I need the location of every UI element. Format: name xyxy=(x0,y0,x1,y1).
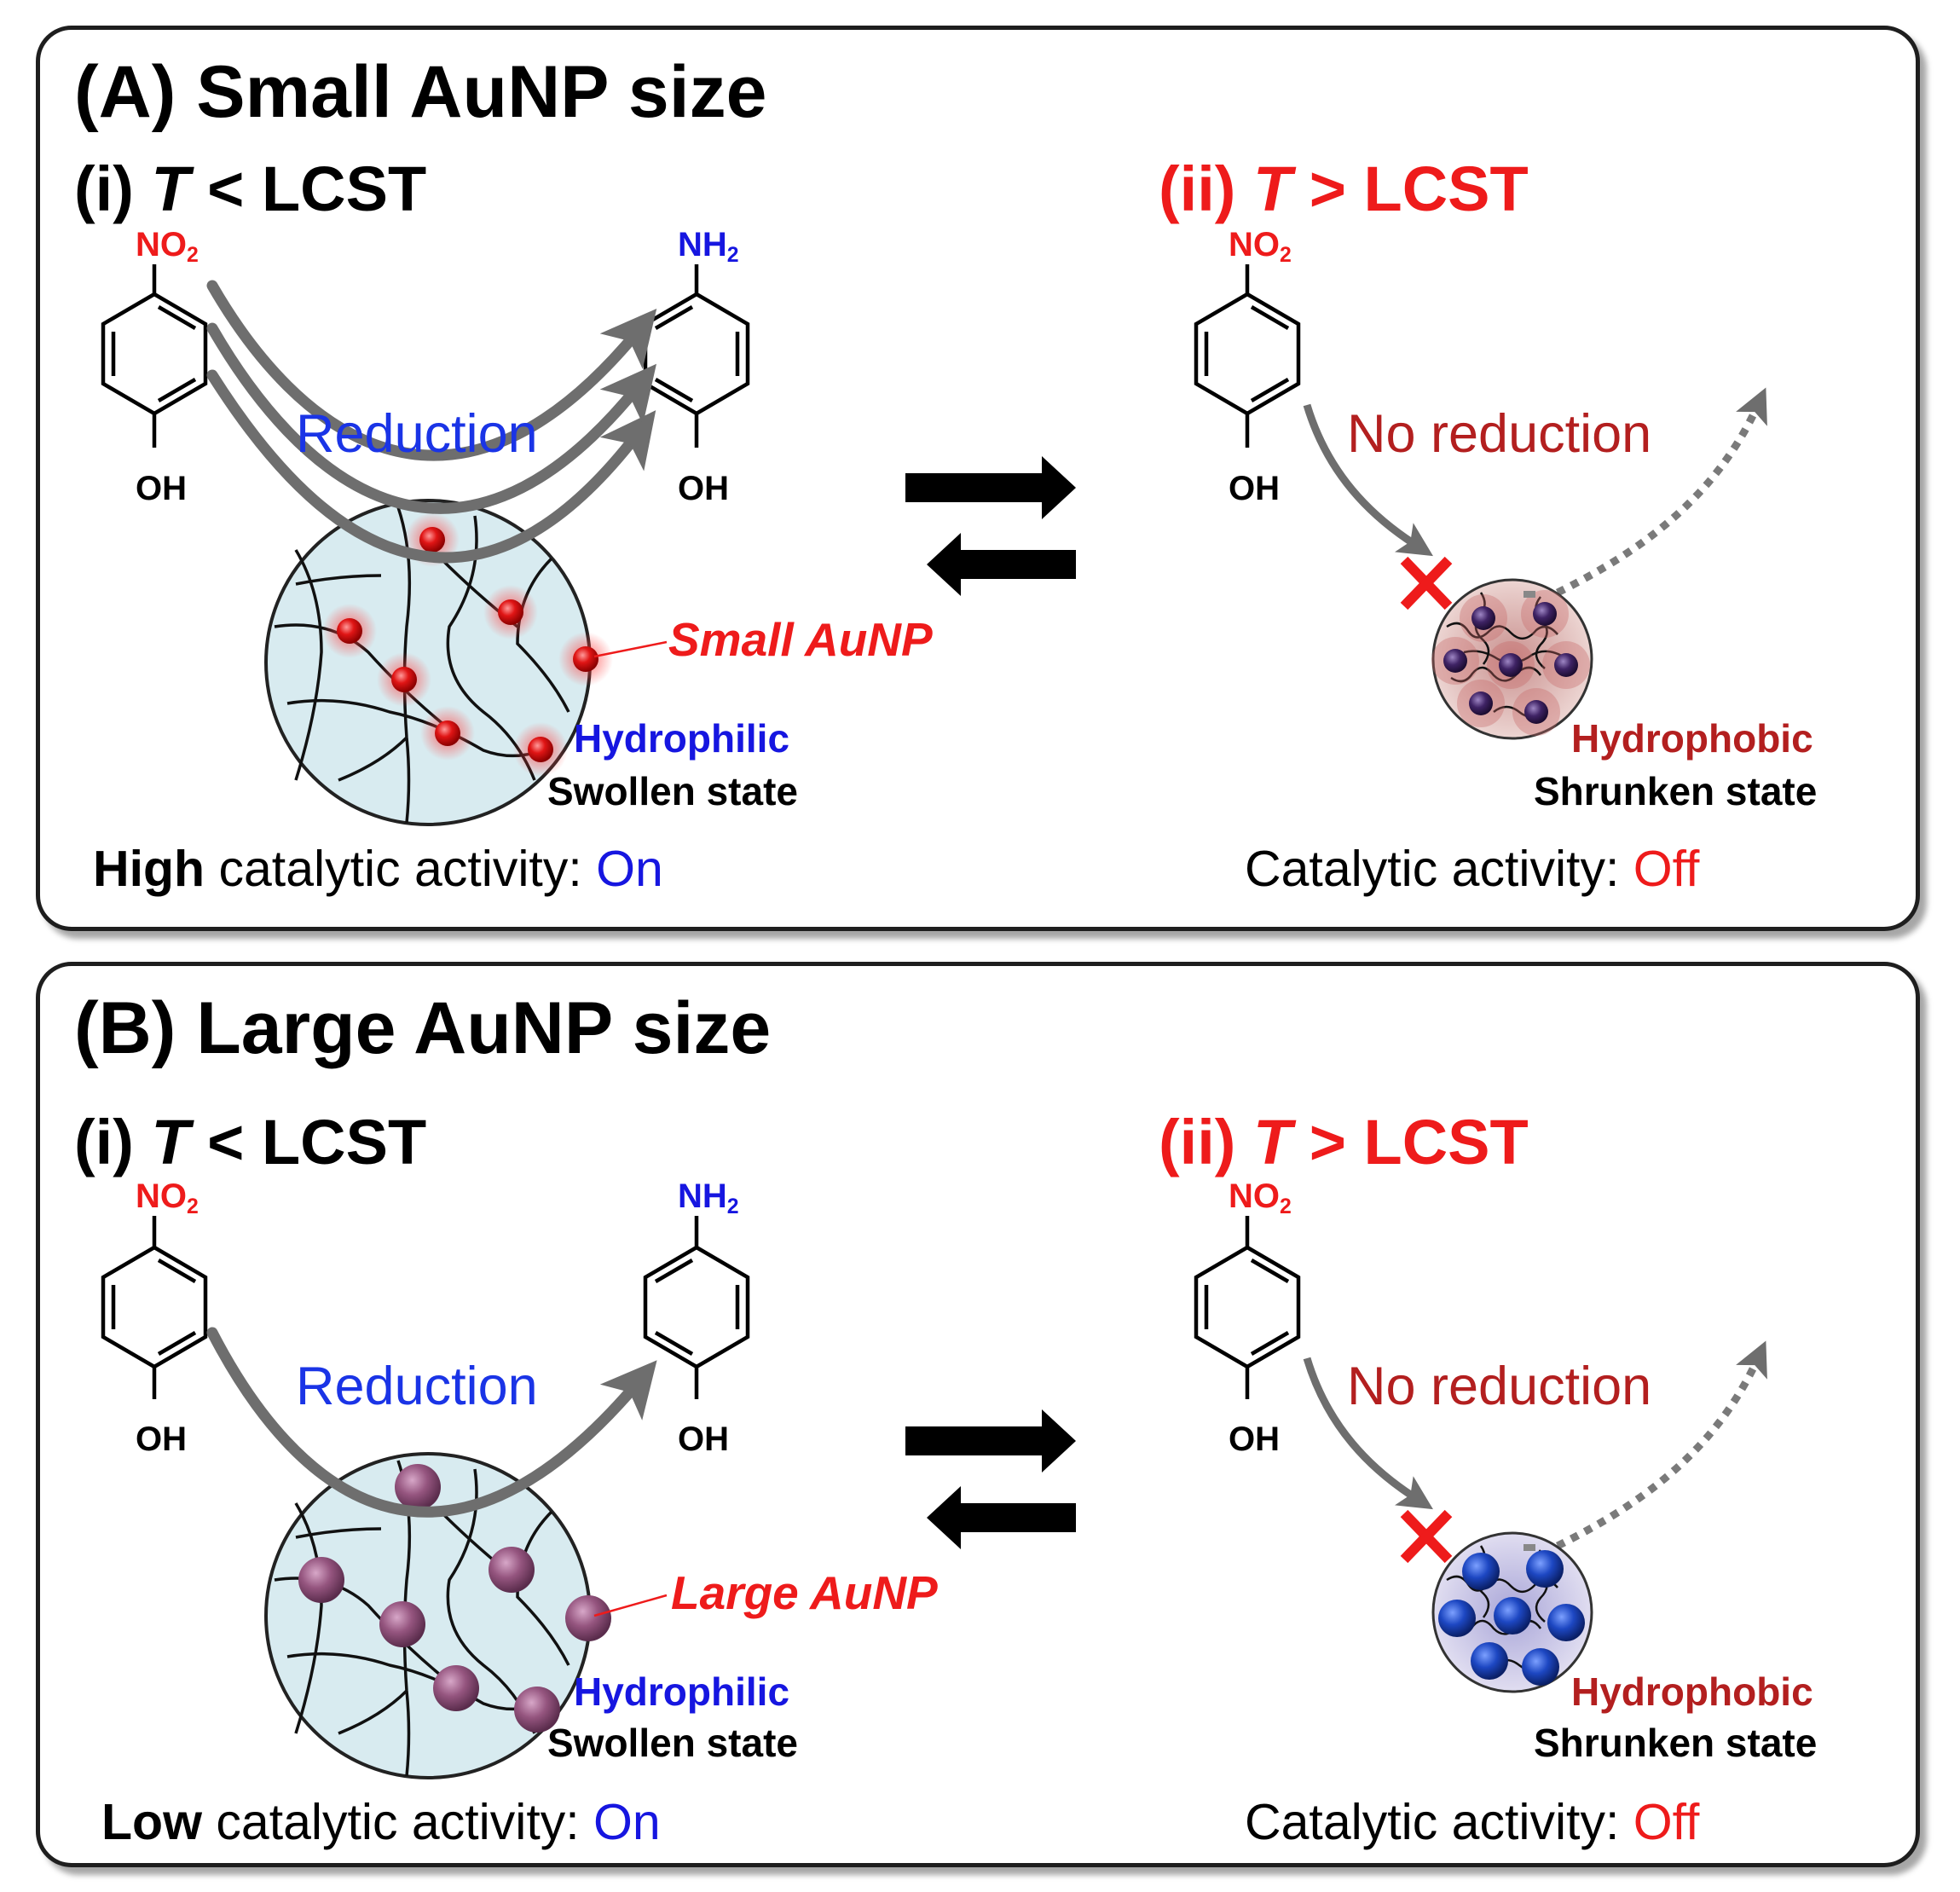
no-reduction-label: No reduction xyxy=(1347,1357,1652,1416)
shrunken-microgel xyxy=(1431,1531,1593,1693)
right-condition: (ii) T > LCST xyxy=(1159,1107,1529,1177)
reactant-bottom-group: OH xyxy=(136,1420,187,1458)
blocked-arrow xyxy=(1303,1357,1433,1510)
right-state: Shrunken state xyxy=(1534,1721,1818,1765)
product-ring xyxy=(643,264,750,448)
panel-large-aunp: (B) Large AuNP size (i) T < LCST (ii) T … xyxy=(36,962,1920,1867)
right-property: Hydrophobic xyxy=(1571,716,1813,761)
reactant-ring xyxy=(101,264,208,448)
block-x-icon xyxy=(1400,556,1453,610)
left-state: Swollen state xyxy=(547,769,798,813)
blocked-arrow xyxy=(1303,403,1433,557)
large-aunp-particles xyxy=(298,1464,611,1733)
swollen-microgel xyxy=(264,1452,611,1779)
panel-small-aunp: (A) Small AuNP size (i) T < LCST (ii) T … xyxy=(36,26,1920,931)
product-ring xyxy=(643,1216,750,1399)
reactant-ring xyxy=(101,1216,208,1399)
right-property: Hydrophobic xyxy=(1571,1669,1813,1714)
right-reactant-top-group: NO2 xyxy=(1229,226,1292,267)
dotted-arrow xyxy=(1555,1340,1767,1550)
equilibrium-arrows xyxy=(905,1409,1076,1549)
reduction-arrow xyxy=(206,1327,657,1518)
product-bottom-group: OH xyxy=(678,1420,729,1458)
no-reduction-label: No reduction xyxy=(1347,404,1652,464)
left-condition: (i) T < LCST xyxy=(74,1107,427,1177)
shrunken-large-particles xyxy=(1438,1550,1585,1686)
reactant-top-group: NO2 xyxy=(136,226,199,267)
left-property: Hydrophilic xyxy=(574,716,790,761)
aunp-leader-line xyxy=(593,640,668,658)
left-activity: Low catalytic activity: On xyxy=(101,1794,661,1850)
reactant-top-group: NO2 xyxy=(136,1177,199,1218)
particle-label: Small AuNP xyxy=(668,613,933,666)
panel-title: (A) Small AuNP size xyxy=(74,51,767,133)
equilibrium-arrows xyxy=(905,456,1076,596)
reduction-label: Reduction xyxy=(296,1357,538,1416)
product-top-group: NH2 xyxy=(678,226,739,267)
right-reactant-bottom-group: OH xyxy=(1229,1420,1280,1458)
block-x-icon xyxy=(1400,1509,1453,1564)
right-state: Shrunken state xyxy=(1534,769,1818,813)
left-property: Hydrophilic xyxy=(574,1669,790,1714)
reactant-bottom-group: OH xyxy=(136,470,187,507)
right-activity: Catalytic activity: Off xyxy=(1245,841,1700,897)
panel-b-artwork xyxy=(101,1216,1767,1779)
right-reactant-ring xyxy=(1194,1216,1301,1399)
left-activity: High catalytic activity: On xyxy=(93,841,663,897)
panel-title: (B) Large AuNP size xyxy=(74,987,772,1069)
product-bottom-group: OH xyxy=(678,470,729,507)
shrunken-microgel xyxy=(1431,578,1593,740)
right-reactant-bottom-group: OH xyxy=(1229,470,1280,507)
right-condition: (ii) T > LCST xyxy=(1159,153,1529,224)
left-condition: (i) T < LCST xyxy=(74,153,427,224)
right-activity: Catalytic activity: Off xyxy=(1245,1794,1700,1850)
reduction-arrows xyxy=(206,280,657,564)
particle-label: Large AuNP xyxy=(671,1566,938,1619)
swollen-microgel xyxy=(264,499,613,826)
right-reactant-ring xyxy=(1194,264,1301,448)
aunp-leader-line xyxy=(593,1594,668,1617)
dotted-arrow xyxy=(1555,387,1767,597)
product-top-group: NH2 xyxy=(678,1177,739,1218)
reduction-label: Reduction xyxy=(296,404,538,464)
panel-a-artwork xyxy=(101,264,1767,826)
shrunken-small-particles xyxy=(1431,590,1590,736)
left-state: Swollen state xyxy=(547,1721,798,1765)
right-reactant-top-group: NO2 xyxy=(1229,1177,1292,1218)
